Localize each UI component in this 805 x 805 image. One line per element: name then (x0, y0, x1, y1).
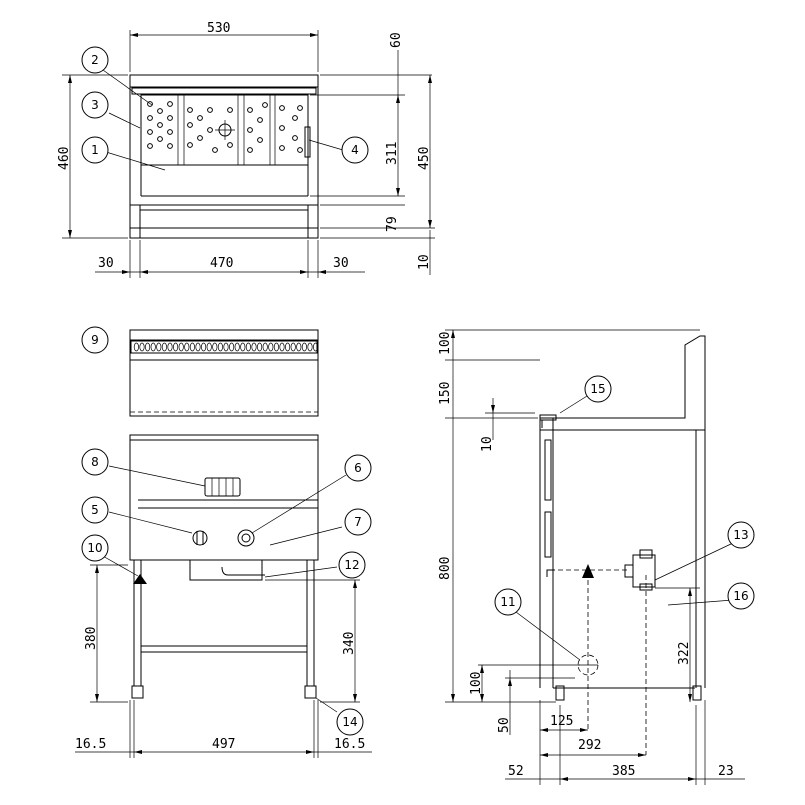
svg-text:14: 14 (342, 715, 357, 729)
svg-text:13: 13 (733, 528, 748, 542)
dim-backsplash: 100 (438, 332, 453, 355)
svg-text:11: 11 (500, 595, 515, 609)
svg-text:4: 4 (351, 143, 359, 157)
callout-10: 10 (81, 534, 109, 562)
dim-front-offset: 52 (508, 764, 524, 779)
dim-drain-height: 340 (342, 632, 357, 655)
callout-4: 4 (341, 136, 369, 164)
svg-text:9: 9 (91, 333, 99, 347)
dim-bottom-step: 79 (385, 216, 400, 232)
side-view: 100 150 800 10 100 50 322 125 (438, 329, 745, 785)
callout-16: 16 (727, 582, 755, 610)
dim-gas-offset: 292 (578, 738, 601, 753)
dim-top-height: 150 (438, 382, 453, 405)
dim-drain-low: 50 (497, 717, 512, 733)
svg-text:5: 5 (91, 503, 99, 517)
svg-text:7: 7 (354, 515, 362, 529)
callout-15: 15 (584, 375, 612, 403)
dim-overall-width: 530 (207, 21, 230, 36)
svg-text:8: 8 (91, 455, 99, 469)
callout-2: 2 (81, 46, 109, 74)
dim-gas-height: 322 (677, 642, 692, 665)
dim-left-offset: 16.5 (75, 737, 106, 752)
svg-text:15: 15 (590, 382, 605, 396)
dim-base-depth: 450 (417, 147, 432, 170)
dim-drain-center: 100 (469, 672, 484, 695)
gas-valve (624, 549, 656, 591)
callout-1: 1 (81, 136, 109, 164)
front-view: 380 340 16.5 497 16.5 (75, 329, 372, 758)
dim-inner-width: 470 (210, 256, 233, 271)
svg-text:6: 6 (354, 461, 362, 475)
top-view: 530 60 460 311 450 79 10 (57, 21, 435, 278)
dim-right-offset: 16.5 (334, 737, 365, 752)
callout-3: 3 (81, 91, 109, 119)
svg-text:10: 10 (87, 541, 102, 555)
svg-text:3: 3 (91, 98, 99, 112)
front-grille (130, 340, 319, 354)
callout-13: 13 (727, 521, 755, 549)
dim-rear-offset: 23 (718, 764, 734, 779)
svg-text:12: 12 (344, 558, 359, 572)
top-grille (131, 87, 317, 95)
dim-inner-depth: 311 (385, 142, 400, 165)
callout-7: 7 (344, 508, 372, 536)
callout-8: 8 (81, 448, 109, 476)
dim-body-height: 800 (438, 557, 453, 580)
basket-holes (147, 101, 303, 153)
dim-lip: 10 (480, 436, 495, 452)
dim-top-lip: 60 (389, 32, 404, 48)
callout-5: 5 (81, 496, 109, 524)
callout-11: 11 (494, 588, 522, 616)
dim-left-margin: 30 (98, 256, 114, 271)
svg-text:16: 16 (733, 589, 748, 603)
callout-14: 14 (336, 708, 364, 736)
dim-right-margin: 30 (333, 256, 349, 271)
callout-12: 12 (338, 551, 366, 579)
dim-bottom-lip: 10 (417, 254, 432, 270)
dim-leg-span: 497 (212, 737, 235, 752)
dim-depth: 460 (57, 147, 72, 170)
svg-text:2: 2 (91, 53, 99, 67)
callout-6: 6 (344, 454, 372, 482)
dim-leg-height: 380 (84, 627, 99, 650)
dim-body-depth: 385 (612, 764, 635, 779)
callout-9: 9 (81, 326, 109, 354)
dim-drain-offset: 125 (550, 714, 573, 729)
svg-text:1: 1 (91, 143, 99, 157)
